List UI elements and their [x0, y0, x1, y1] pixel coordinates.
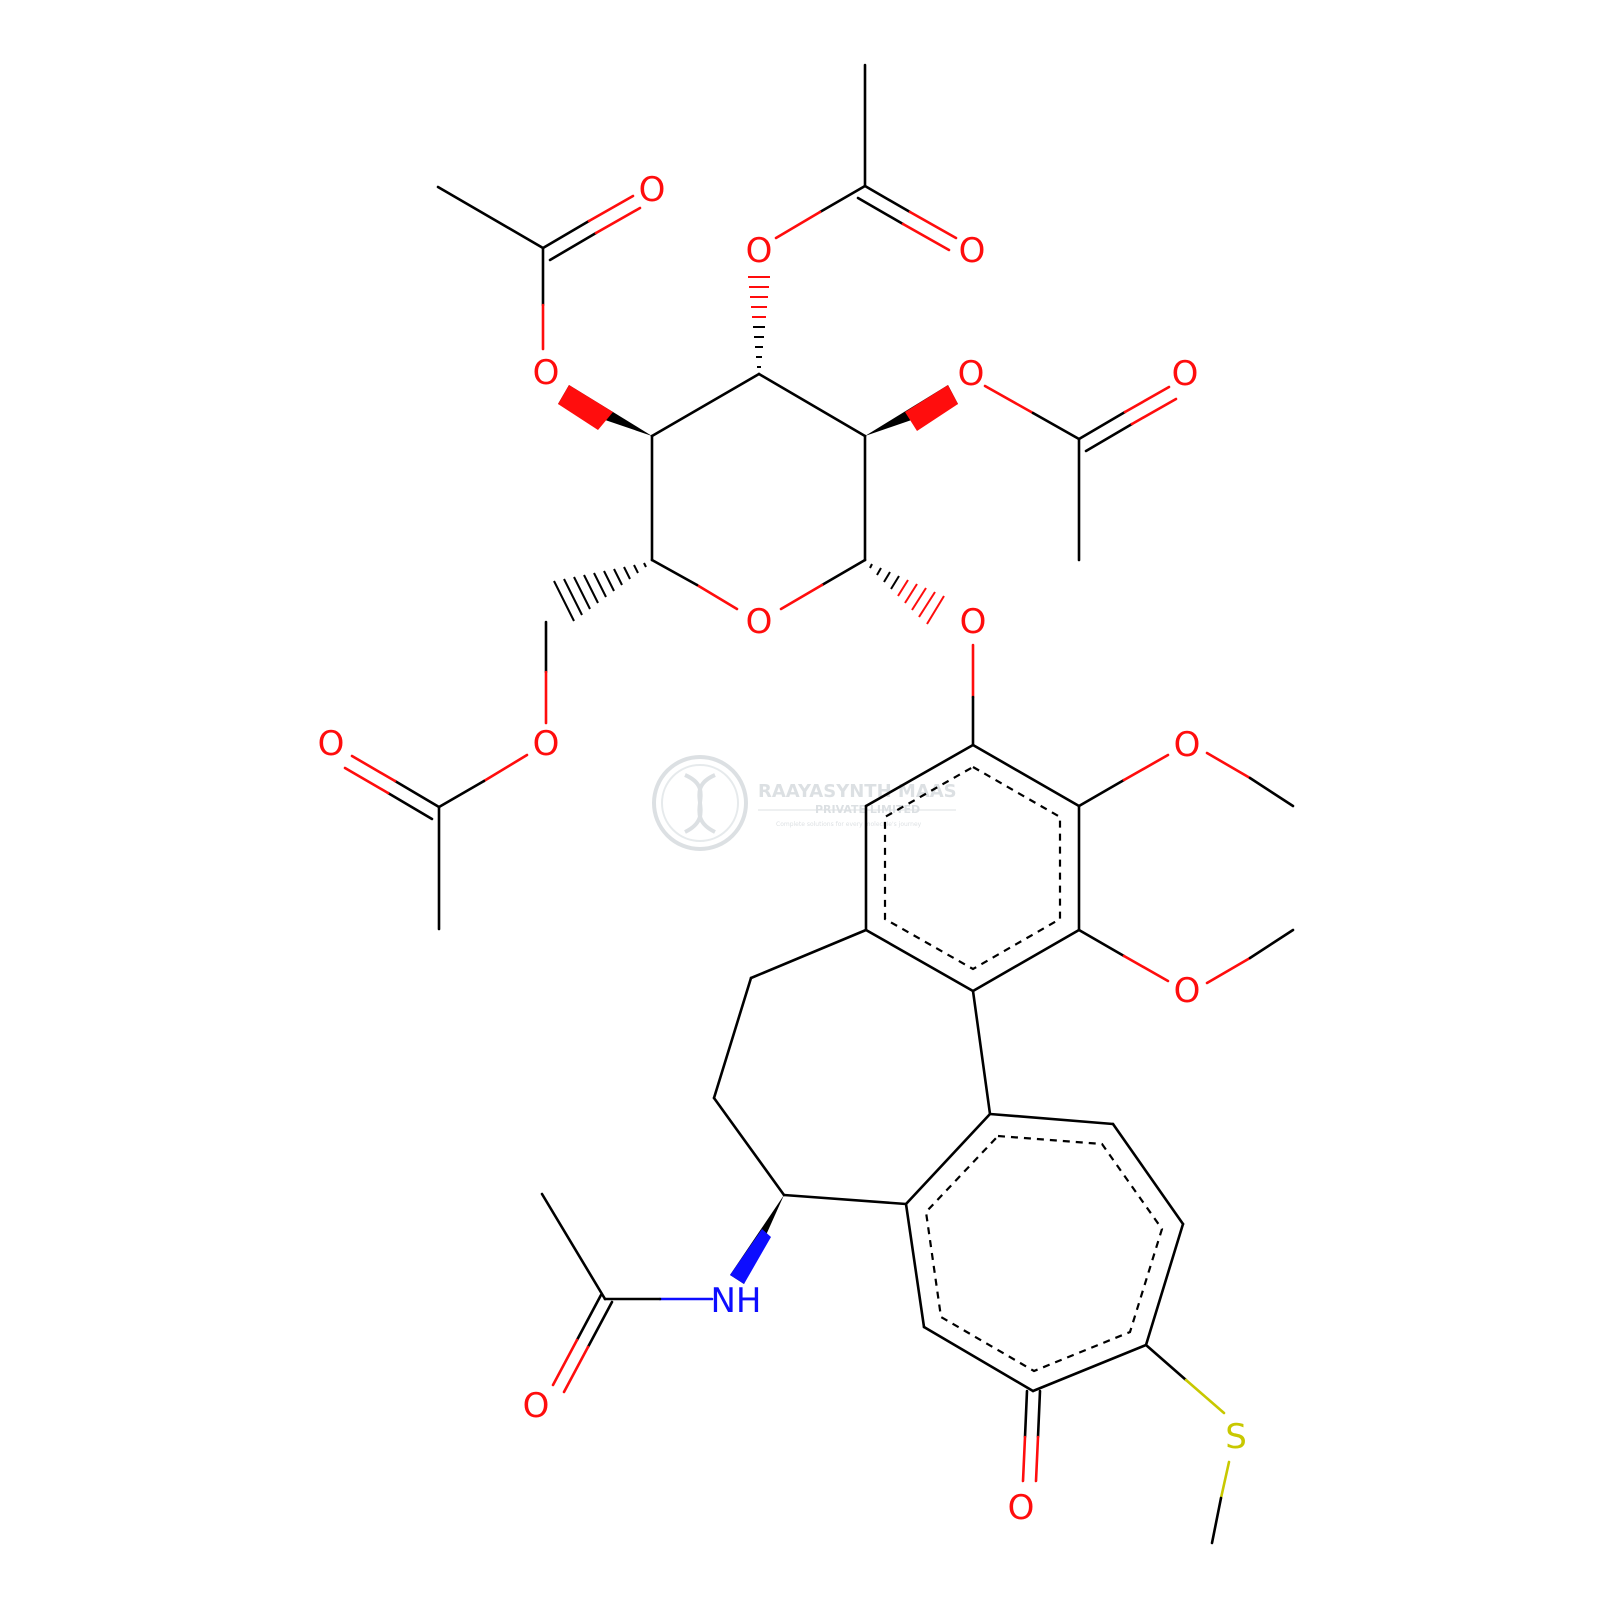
atom-o-ester-c4: O — [533, 353, 560, 393]
atom-labels: O O O O O O O O O O O O NH O S O — [318, 170, 1247, 1528]
hash-c3-o — [748, 276, 770, 368]
atom-o-tropolone-carbonyl: O — [1008, 1488, 1035, 1528]
watermark-tagline: Complete solutions for every molecule's … — [776, 821, 922, 828]
atom-o-acetyl-top-left-carbonyl: O — [639, 170, 666, 210]
atom-o-ring: O — [746, 602, 773, 642]
atom-o-ester-c3: O — [746, 231, 773, 271]
atom-o-amide-carbonyl: O — [523, 1386, 550, 1426]
atom-n-amide: NH — [711, 1281, 762, 1321]
hash-c1-o — [869, 563, 945, 625]
atom-o-methoxy-lower: O — [1174, 971, 1201, 1011]
atom-s-methylthio: S — [1225, 1417, 1247, 1457]
watermark: RAAYASYNTH MAAS PRIVATE LIMITED Complete… — [652, 755, 957, 851]
atom-o-ester-c2: O — [958, 354, 985, 394]
atom-o-acetyl-top-right-carbonyl: O — [959, 231, 986, 271]
atom-o-ester-c6: O — [533, 724, 560, 764]
atom-o-acetyl-left-carbonyl: O — [318, 724, 345, 764]
hash-c5-c6 — [553, 562, 647, 622]
watermark-subtitle: PRIVATE LIMITED — [815, 803, 920, 816]
watermark-title: RAAYASYNTH MAAS — [758, 781, 957, 802]
bonds — [343, 63, 1295, 1545]
atom-o-acetyl-right-carbonyl: O — [1172, 354, 1199, 394]
watermark-logo-icon — [652, 755, 748, 851]
atom-o-glycosidic: O — [960, 602, 987, 642]
stereo-bonds — [553, 276, 958, 1284]
atom-o-methoxy-upper: O — [1174, 725, 1201, 765]
